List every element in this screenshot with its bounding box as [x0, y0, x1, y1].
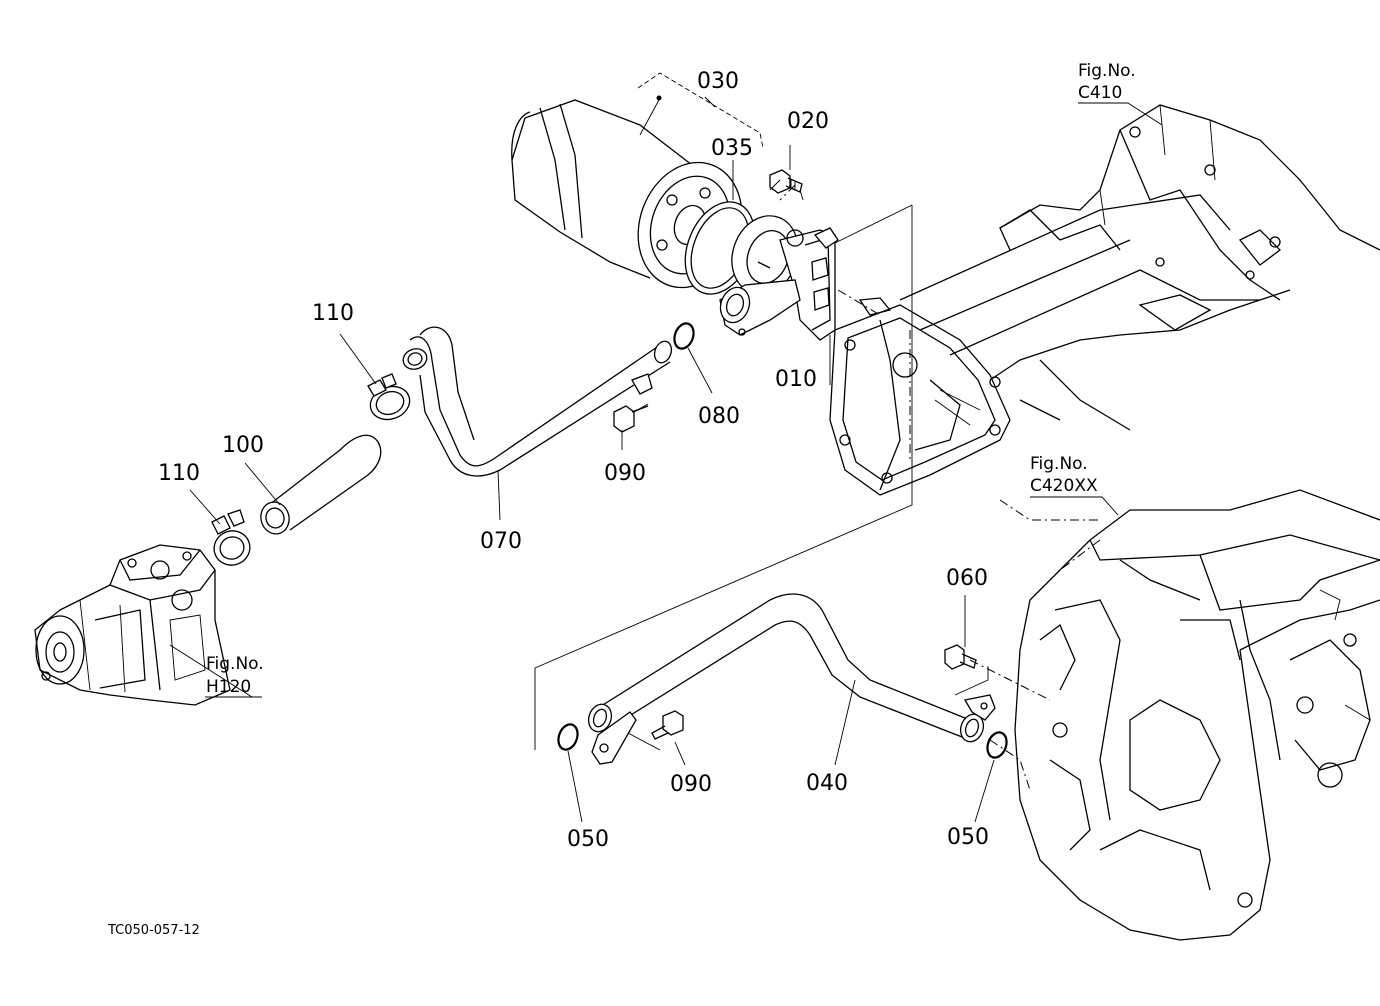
label-part-030: 030 — [697, 69, 739, 94]
ref-h120-caption: Fig.No. — [206, 654, 264, 674]
label-part-010: 010 — [775, 367, 817, 392]
pipe-040-drawing — [587, 593, 996, 765]
drawing-code: TC050-057-12 — [107, 923, 200, 938]
bolt-090-upper-drawing — [613, 405, 649, 433]
label-part-090-upper: 090 — [604, 461, 646, 486]
pipe-070-drawing — [402, 326, 673, 477]
filter-head-010-drawing — [719, 215, 839, 341]
hose-clamp-110-lower-drawing — [211, 509, 251, 566]
label-part-100: 100 — [222, 433, 264, 458]
o-ring-050-right-drawing — [986, 731, 1008, 759]
label-part-040: 040 — [806, 771, 848, 796]
ref-c420-caption: Fig.No. — [1030, 454, 1088, 474]
ref-c410-caption: Fig.No. — [1078, 61, 1136, 81]
label-part-020: 020 — [787, 109, 829, 134]
label-part-050-right: 050 — [947, 825, 989, 850]
ref-c420-number: C420XX — [1030, 476, 1098, 496]
label-part-090-lower: 090 — [670, 772, 712, 797]
part-labels: 030 035 020 010 080 090 110 100 110 070 … — [158, 69, 989, 852]
ref-h120-number: H120 — [206, 677, 251, 697]
transmission-case-c420-drawing — [1014, 489, 1380, 941]
label-part-060: 060 — [946, 566, 988, 591]
label-part-050-left: 050 — [567, 827, 609, 852]
bolt-090-lower-drawing — [651, 710, 684, 740]
hose-100-drawing — [260, 434, 382, 535]
transmission-case-c410-drawing — [829, 104, 1380, 496]
figure-references: Fig.No. C410 Fig.No. C420XX Fig.No. H120 — [206, 61, 1136, 697]
alignment-lines — [779, 184, 1101, 791]
bolt-060-drawing — [944, 644, 977, 670]
label-part-070: 070 — [480, 529, 522, 554]
o-ring-050-left-drawing — [557, 723, 579, 751]
label-part-110-upper: 110 — [312, 301, 354, 326]
label-part-035: 035 — [711, 136, 753, 161]
ref-c410-number: C410 — [1078, 83, 1122, 103]
bolt-020-drawing — [769, 169, 803, 194]
o-ring-080-drawing — [673, 322, 695, 350]
leader-lines — [169, 72, 1163, 823]
hydraulic-pump-h120-drawing — [34, 544, 231, 706]
label-part-110-lower: 110 — [158, 461, 200, 486]
label-part-080: 080 — [698, 404, 740, 429]
hose-clamp-110-upper-drawing — [367, 373, 411, 421]
